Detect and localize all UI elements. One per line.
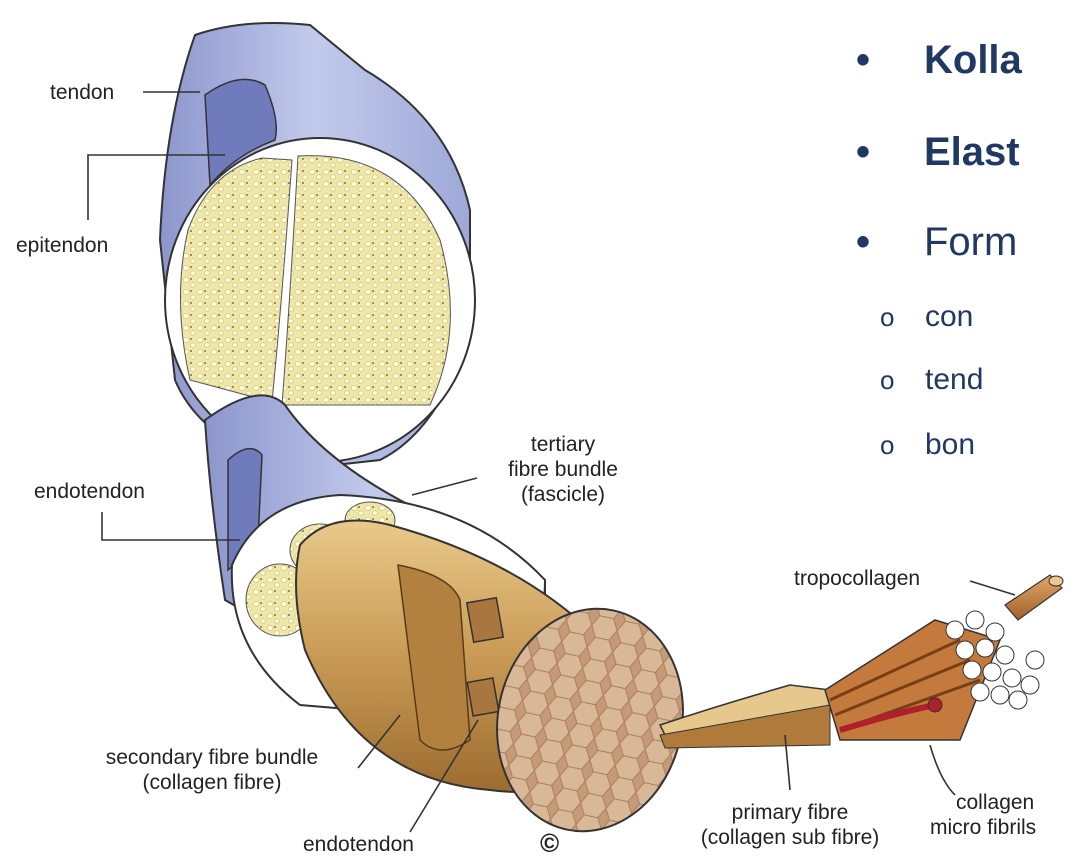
label-microfibrils-line2: micro fibrils [930,815,1086,840]
bullet-text: Elast [924,130,1020,175]
label-primary-line1: primary fibre [660,800,920,825]
collagen-microfibrils [825,611,1044,740]
label-secondary-fibre-bundle: secondary fibre bundle (collagen fibre) [52,745,372,795]
label-primary-fibre: primary fibre (collagen sub fibre) [660,800,920,850]
leader-tropocollagen [970,581,1015,595]
leader-microfibrils [930,745,955,795]
label-secondary-line2: (collagen fibre) [52,770,372,795]
label-tertiary-line3: (fascicle) [478,482,648,507]
label-collagen-micro-fibrils: collagen micro fibrils [930,790,1086,840]
subbullet-marker: o [880,430,894,461]
label-endotendon-upper: endotendon [34,479,145,504]
label-epitendon: epitendon [16,233,108,258]
label-secondary-line1: secondary fibre bundle [52,745,372,770]
bullet-marker: • [856,38,870,83]
label-tendon: tendon [50,80,114,105]
copyright-mark: © [540,828,559,859]
label-tropocollagen: tropocollagen [794,566,920,591]
label-endotendon-lower: endotendon [303,832,414,857]
subbullet-text: tend [925,363,983,397]
bullet-marker: • [856,130,870,175]
bullet-marker: • [856,220,870,265]
subbullet-text: bon [925,428,975,462]
bullet-text: Form [924,220,1017,265]
bullet-text: Kolla [924,38,1022,83]
label-tertiary-line1: tertiary [478,432,648,457]
label-tertiary-fibre-bundle: tertiary fibre bundle (fascicle) [478,432,648,508]
subbullet-marker: o [880,302,894,333]
label-microfibrils-line1: collagen [930,790,1086,815]
subbullet-marker: o [880,365,894,396]
label-primary-line2: (collagen sub fibre) [660,825,920,850]
label-tertiary-line2: fibre bundle [478,457,648,482]
leader-tertiary [412,478,477,495]
subbullet-text: con [925,300,973,334]
